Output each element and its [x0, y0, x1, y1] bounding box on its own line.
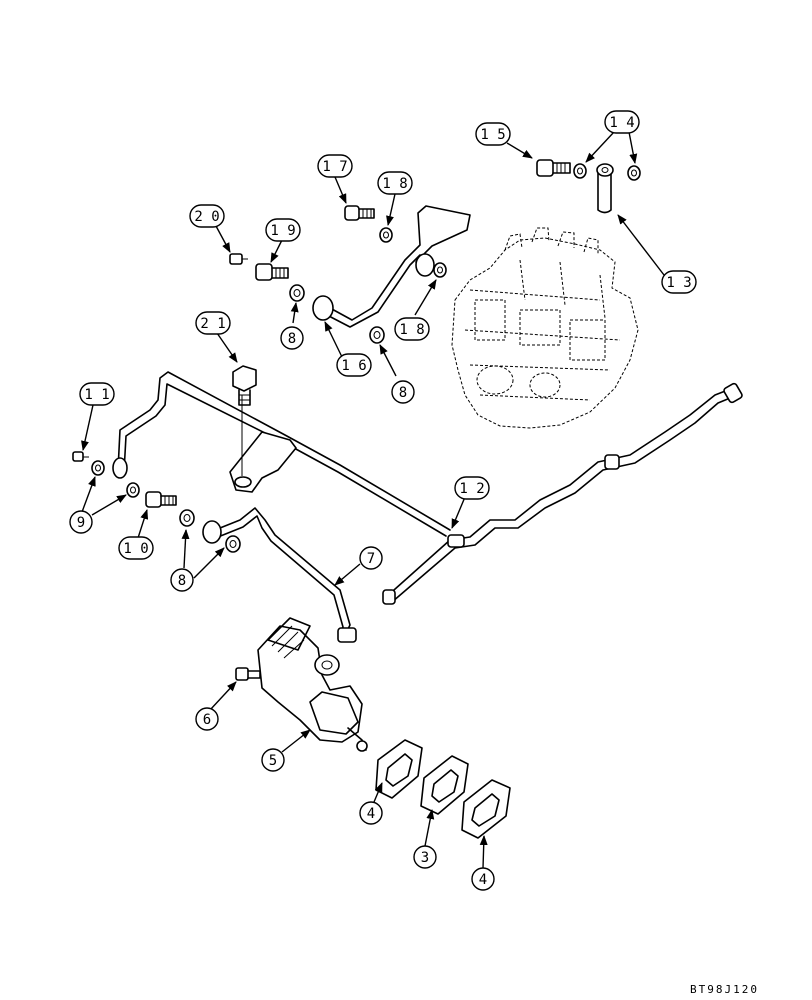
callout-label: 4: [367, 806, 375, 822]
callout: 6: [195, 707, 219, 731]
callout-label: 1 0: [123, 541, 148, 557]
screw-11: [72, 451, 89, 462]
callout-label: 1 9: [270, 223, 295, 239]
washers-14: [573, 163, 641, 181]
washer-9b: [126, 482, 140, 498]
fitting-13: [596, 163, 614, 214]
callout: 1 7: [317, 154, 353, 178]
gasket-4a: [375, 739, 423, 799]
callout: 1 2: [454, 476, 490, 500]
callout: 8: [280, 326, 304, 350]
callout: 1 8: [377, 171, 413, 195]
callout-label: 1 7: [322, 159, 347, 175]
bolt-21: [232, 365, 257, 406]
callout-label: 2 0: [194, 209, 219, 225]
callout: 2 1: [195, 311, 231, 335]
callout-label: 7: [367, 551, 375, 567]
fuel-line-11: [112, 371, 451, 537]
callout-label: 1 2: [459, 481, 484, 497]
callout-label: 1 8: [382, 176, 407, 192]
callout: 1 6: [336, 353, 372, 377]
callout: 7: [359, 546, 383, 570]
callout: 8: [391, 380, 415, 404]
callout: 1 1: [79, 382, 115, 406]
washer-8b: [369, 326, 385, 344]
callout: 3: [413, 845, 437, 869]
callout: 4: [471, 867, 495, 891]
washer-18a: [379, 227, 393, 243]
callout: 1 4: [604, 110, 640, 134]
callout-label: 1 3: [666, 275, 691, 291]
mounting-bracket: [229, 395, 297, 493]
callout: 1 5: [475, 122, 511, 146]
callout-label: 9: [77, 515, 85, 531]
banjo-bolt-15: [536, 159, 571, 177]
screw-6: [235, 667, 261, 681]
washer-8d: [225, 535, 241, 553]
banjo-bolt-19: [255, 263, 289, 281]
leader-lines: [81, 131, 665, 869]
callout-label: 6: [203, 712, 211, 728]
gasket-4b: [461, 779, 511, 839]
fuel-line-16: [312, 205, 471, 328]
callout-label: 8: [288, 331, 296, 347]
callout-label: 1 5: [480, 127, 505, 143]
washer-8a: [289, 284, 305, 302]
callout-label: 4: [479, 872, 487, 888]
callout-label: 8: [178, 573, 186, 589]
callout-label: 1 4: [609, 115, 634, 131]
callout: 5: [261, 748, 285, 772]
screw-20: [229, 253, 248, 265]
washer-18b: [433, 262, 447, 278]
callout: 9: [69, 510, 93, 534]
fuel-line-12: [382, 382, 743, 605]
callout-label: 2 1: [200, 316, 225, 332]
callout: 1 8: [394, 317, 430, 341]
callout: 1 0: [118, 536, 154, 560]
banjo-bolt-10: [145, 491, 177, 508]
callout-label: 8: [399, 385, 407, 401]
banjo-bolt-17: [344, 205, 375, 221]
callout-label: 1 1: [84, 387, 109, 403]
transfer-pump-5: [257, 617, 368, 752]
injection-pump: [451, 227, 639, 429]
callout-label: 5: [269, 753, 277, 769]
callout: 1 9: [265, 218, 301, 242]
drawing-reference-code: BT98J120: [690, 983, 759, 996]
washer-8c: [179, 509, 195, 527]
callout-label: 3: [421, 850, 429, 866]
callout: 4: [359, 801, 383, 825]
callout-label: 1 8: [399, 322, 424, 338]
callout: 2 0: [189, 204, 225, 228]
callout: 1 3: [661, 270, 697, 294]
fuel-line-7: [202, 507, 357, 643]
callout: 8: [170, 568, 194, 592]
callout-label: 1 6: [341, 358, 366, 374]
washer-9a: [91, 460, 105, 476]
gasket-3: [420, 755, 469, 815]
